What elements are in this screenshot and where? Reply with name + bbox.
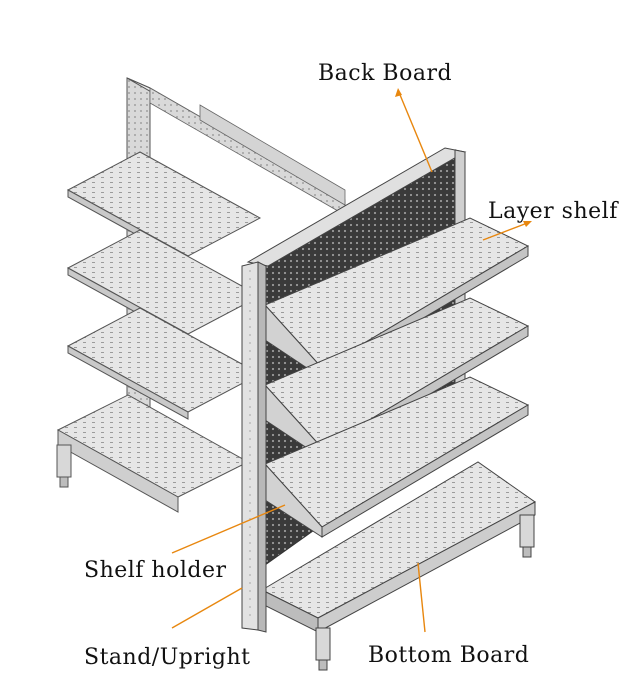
label-layer-shelf: Layer shelf (488, 199, 619, 224)
leader-lines (171, 88, 532, 633)
leader-stand-upright (171, 587, 243, 629)
leader-back-board (397, 89, 433, 173)
leader-layer-shelf (482, 221, 531, 241)
leader-bottom-board (417, 562, 426, 633)
left-bottom-board (56, 394, 250, 513)
label-bottom-board: Bottom Board (368, 643, 529, 668)
left-wing (56, 77, 346, 513)
label-back-board: Back Board (318, 61, 452, 86)
leader-shelf-holder (171, 504, 286, 554)
stand-upright (241, 261, 267, 633)
label-stand-upright: Stand/Upright (84, 645, 250, 670)
label-shelf-holder: Shelf holder (84, 558, 227, 583)
left-shelf-3 (66, 307, 262, 420)
right-shelf-3 (264, 376, 530, 538)
right-bottom-board (260, 461, 536, 671)
